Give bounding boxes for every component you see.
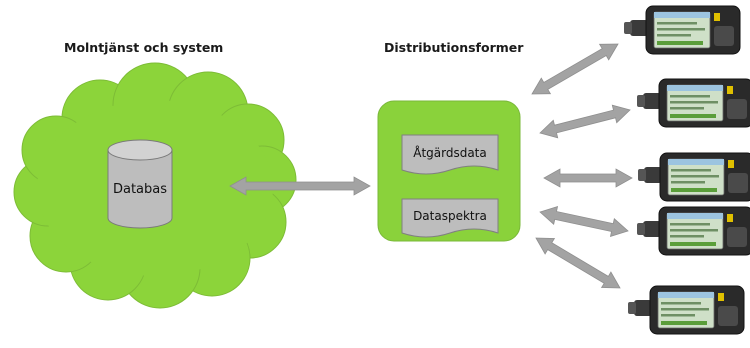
document-atgardsdata: Åtgärdsdata [401, 134, 499, 175]
arrow-device-4 [539, 206, 629, 237]
arrow-device-5 [535, 237, 621, 289]
device-3 [638, 152, 750, 202]
heading-distribution: Distributionsformer [384, 40, 524, 55]
arrow-device-1 [531, 43, 619, 95]
document-dataspektra: Dataspektra [401, 198, 499, 238]
database-label: Databas [113, 182, 167, 197]
document-label: Dataspektra [413, 209, 487, 223]
heading-cloud-system: Molntjänst och system [64, 40, 224, 55]
cloud [13, 62, 297, 309]
devices [624, 5, 750, 335]
database-cylinder: Databas [107, 139, 173, 229]
arrow-device-3 [543, 168, 633, 188]
arrows [229, 43, 633, 289]
device-2 [637, 78, 750, 128]
arrow-cloud-distribution [229, 176, 371, 196]
arrow-device-2 [539, 104, 631, 139]
device-1 [624, 5, 741, 55]
device-5 [628, 285, 745, 335]
device-4 [637, 206, 750, 256]
document-label: Åtgärdsdata [413, 145, 487, 160]
